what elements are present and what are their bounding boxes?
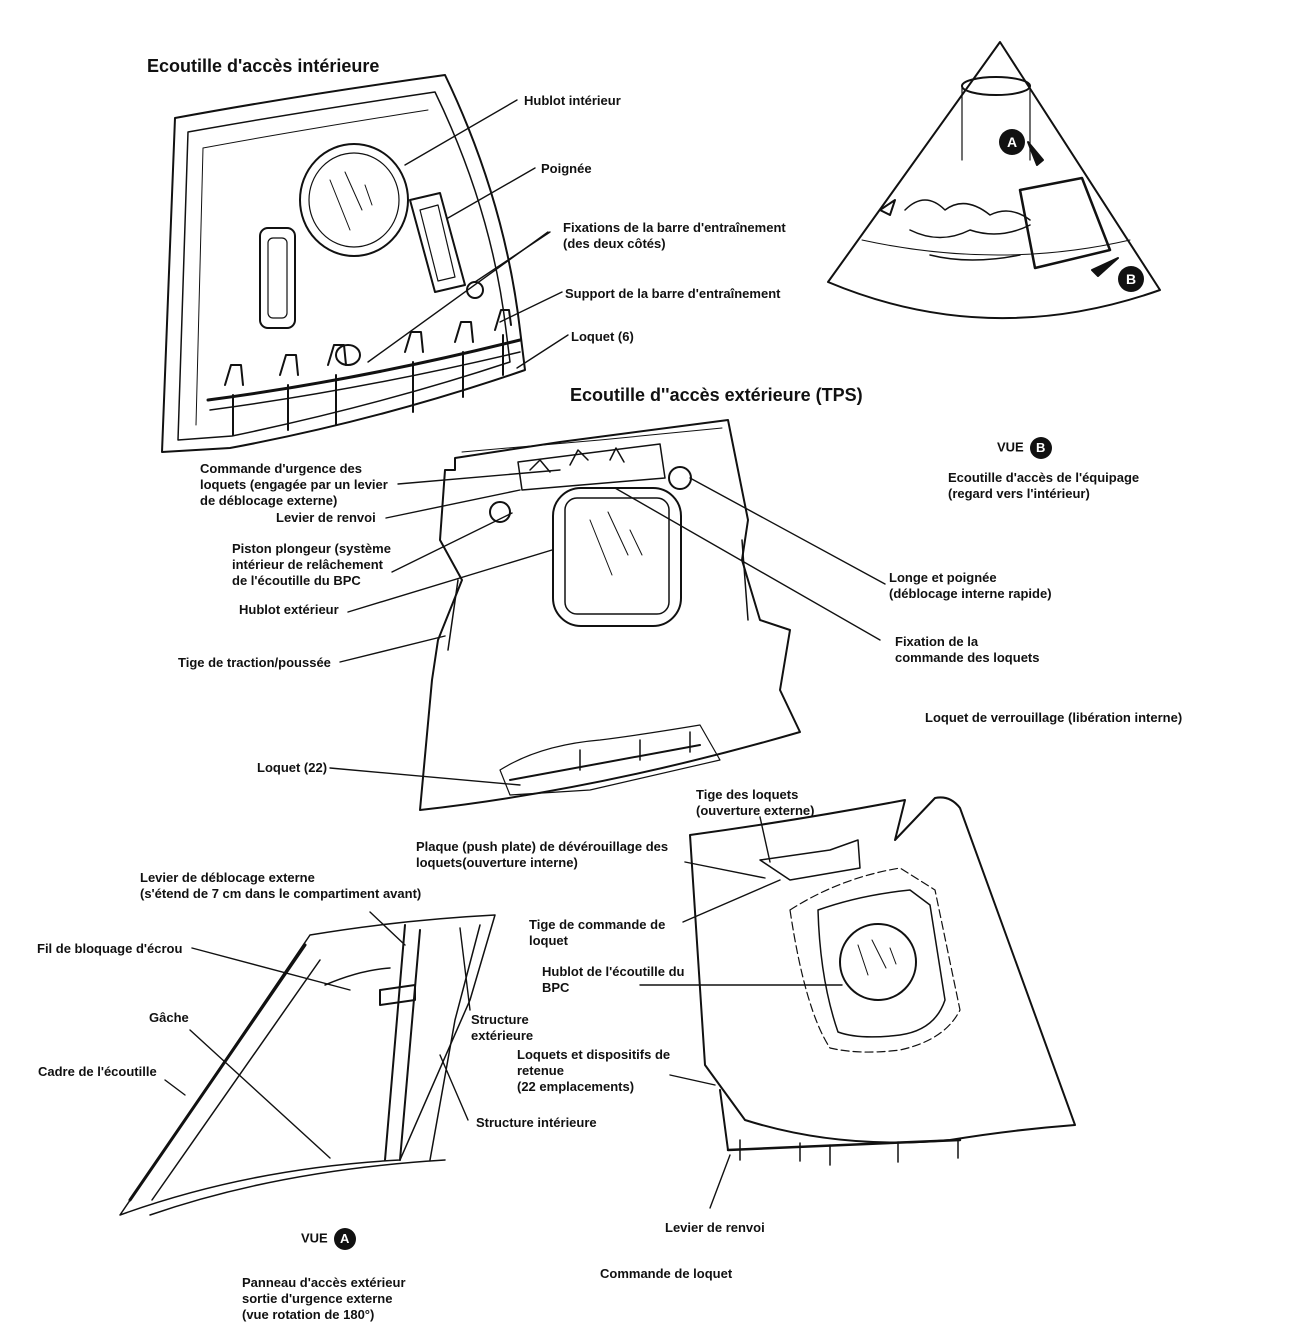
label-levier-renvoi-1: Levier de renvoi [276, 510, 376, 525]
outer-hatch-drawing [419, 419, 801, 811]
leader-lines [164, 99, 886, 1209]
label-tige-loquets: Tige des loquets (ouverture externe) [696, 787, 815, 818]
label-commande-urgence: Commande d'urgence des loquets (engagée … [200, 461, 388, 508]
vue-a-marker: VUE A [301, 1228, 356, 1250]
label-poignee: Poignée [541, 161, 592, 176]
cone-marker-b: B [1126, 271, 1136, 287]
label-gache: Gâche [149, 1010, 189, 1025]
label-hublot-interieur: Hublot intérieur [524, 93, 621, 108]
label-fil-blocage: Fil de bloquage d'écrou [37, 941, 183, 956]
label-fixations-barre: Fixations de la barre d'entraînement (de… [563, 220, 786, 251]
label-structure-int: Structure intérieure [476, 1115, 597, 1130]
inner-hatch-drawing [161, 74, 526, 453]
title-inner-hatch: Ecoutille d'accès intérieure [147, 56, 380, 76]
label-plaque: Plaque (push plate) de dévérouillage des… [416, 839, 669, 870]
label-loquet-6: Loquet (6) [571, 329, 634, 344]
capsule-cone-drawing [827, 41, 1161, 320]
crew-hatch-drawing [689, 796, 1076, 1166]
vue-b-word: VUE [997, 439, 1024, 455]
label-longe: Longe et poignée (déblocage interne rapi… [889, 570, 1052, 601]
label-tige-commande: Tige de commande de loquet [529, 917, 666, 948]
vue-a-word: VUE [301, 1230, 328, 1246]
label-hublot-bpc: Hublot de l'écoutille du BPC [542, 964, 685, 995]
vue-a-badge: A [333, 1228, 356, 1250]
label-support-barre: Support de la barre d'entraînement [565, 286, 781, 301]
label-hublot-exterieur: Hublot extérieur [239, 602, 339, 617]
label-panneau: Panneau d'accès extérieur sortie d'urgen… [242, 1275, 406, 1322]
label-ecoutille-equipage: Ecoutille d'accès de l'équipage (regard … [948, 470, 1140, 501]
label-commande-loquet: Commande de loquet [600, 1266, 733, 1281]
hatch-frame-drawing [119, 914, 496, 1216]
cone-view-markers: A B [999, 129, 1144, 292]
label-piston: Piston plongeur (système intérieur de re… [232, 541, 391, 588]
label-levier-renvoi-2: Levier de renvoi [665, 1220, 765, 1235]
label-levier-deblocage: Levier de déblocage externe (s'étend de … [140, 870, 422, 901]
label-tige-traction: Tige de traction/poussée [178, 655, 331, 670]
label-fixation-commande: Fixation de la commande des loquets [895, 634, 1040, 665]
vue-b-badge: B [1029, 437, 1052, 459]
label-loquet-verrouillage: Loquet de verrouillage (libération inter… [925, 710, 1183, 725]
vue-b-marker: VUE B [997, 437, 1052, 459]
cone-marker-a: A [1007, 134, 1017, 150]
title-outer-hatch: Ecoutille d''accès extérieure (TPS) [570, 385, 863, 405]
label-structure-ext: Structure extérieure [471, 1012, 534, 1043]
label-cadre: Cadre de l'écoutille [38, 1064, 157, 1079]
label-loquet-22: Loquet (22) [257, 760, 328, 775]
label-loquets-dispositifs: Loquets et dispositifs de retenue (22 em… [517, 1047, 671, 1094]
